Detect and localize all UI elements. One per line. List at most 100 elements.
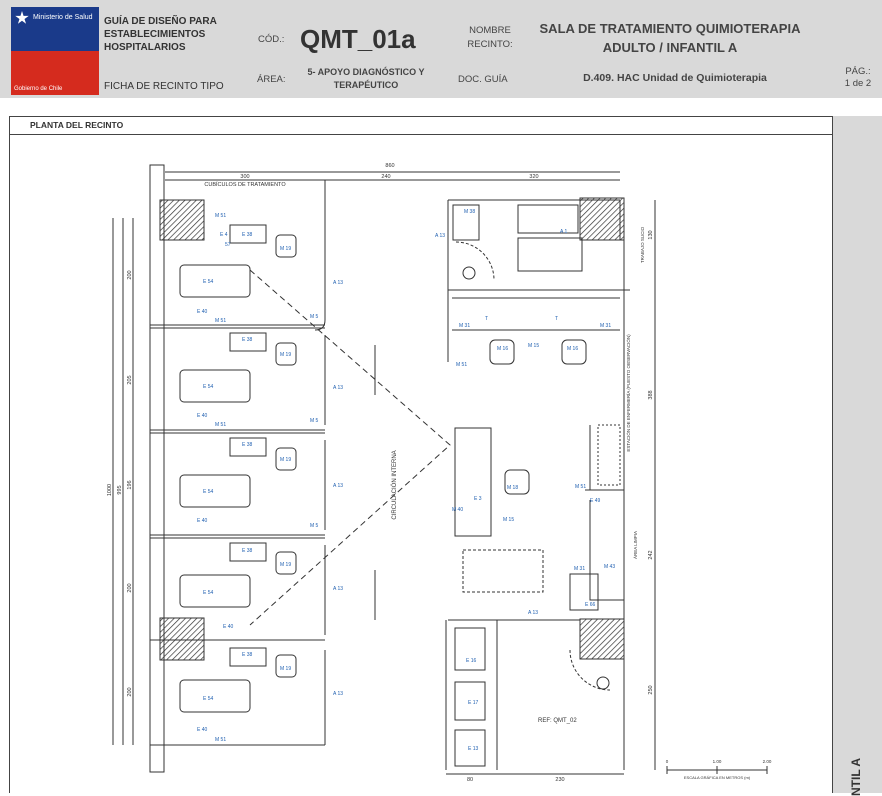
guide-title-line: ESTABLECIMIENTOS — [104, 29, 206, 40]
code-m19: M 19 — [280, 457, 291, 463]
room-name: SALA DE TRATAMIENTO QUIMIOTERAPIA ADULTO… — [520, 19, 820, 57]
code-m5: M 5 — [310, 418, 319, 424]
code-a13: A 13 — [333, 586, 343, 592]
plan-title: PLANTA DEL RECINTO — [10, 117, 832, 135]
dim-300: 300 — [240, 174, 249, 180]
code-m15: M 15 — [503, 517, 514, 523]
logo-ministry-text: Ministerio de Salud — [33, 14, 93, 21]
code-e38: E 38 — [242, 337, 253, 343]
code-a13: A 13 — [435, 233, 445, 239]
area-label: ÁREA: — [257, 74, 286, 85]
code-m51: M 51 — [215, 318, 226, 324]
structural-column — [579, 197, 625, 241]
doc-guide-label: DOC. GUÍA — [458, 74, 508, 85]
dirty-work-label: TRABAJO SUCIO — [640, 226, 645, 263]
room-name-line: SALA DE TRATAMIENTO QUIMIOTERAPIA — [539, 21, 801, 36]
code-a1: A 1 — [560, 229, 567, 235]
side-strip: NTIL A — [833, 116, 882, 796]
code-e40: E 40 — [197, 727, 208, 733]
area-value: 5- APOYO DIAGNÓSTICO Y TERAPÉUTICO — [296, 66, 436, 92]
code-m19: M 19 — [280, 246, 291, 252]
code-m51: M 51 — [215, 213, 226, 219]
dim-240: 240 — [381, 174, 390, 180]
code-e54: E 54 — [203, 279, 214, 285]
code-e38: E 38 — [242, 442, 253, 448]
dim-995: 995 — [117, 485, 123, 494]
structural-column — [159, 617, 205, 661]
area-value-line: TERAPÉUTICO — [333, 80, 399, 90]
structural-column — [579, 618, 625, 660]
page-label: PÁG.: — [845, 66, 871, 77]
code-a13: A 13 — [528, 610, 538, 616]
code-t: T — [485, 316, 488, 322]
code-e40: E 40 — [197, 413, 208, 419]
code-m5: M 5 — [310, 523, 319, 529]
ref-label: REF: QMT_02 — [538, 718, 577, 724]
room-code: QMT_01a — [300, 24, 416, 54]
code-57: 57 — [225, 242, 231, 248]
guide-title-line: HOSPITALARIOS — [104, 42, 186, 53]
ministry-logo: Ministerio de Salud Gobierno de Chile — [11, 7, 99, 95]
nombre-label-line: RECINTO: — [467, 39, 513, 50]
nombre-label: NOMBRE RECINTO: — [460, 24, 520, 52]
code-a13: A 13 — [333, 280, 343, 286]
plan-frame: PLANTA DEL RECINTO — [9, 116, 833, 793]
scale-0: 0 — [666, 759, 669, 764]
code-e3: E 3 — [474, 496, 482, 502]
area-value-line: 5- APOYO DIAGNÓSTICO Y — [307, 67, 425, 77]
code-m19: M 19 — [280, 352, 291, 358]
logo-red-band — [11, 51, 99, 95]
code-e54: E 54 — [203, 590, 214, 596]
code-m5: M 5 — [310, 314, 319, 320]
code-m15: M 15 — [528, 343, 539, 349]
page-value: 1 de 2 — [844, 78, 872, 89]
guide-title-line: GUÍA DE DISEÑO PARA — [104, 16, 217, 27]
page-indicator: PÁG.: 1 de 2 — [838, 66, 878, 90]
code-m43: M 43 — [604, 564, 615, 570]
circulation-label: CIRCULACIÓN INTERNA — [391, 450, 398, 519]
code-m51: M 51 — [575, 484, 586, 490]
dim-200: 200 — [127, 583, 133, 592]
code-a13: A 13 — [333, 483, 343, 489]
code-e66: E 66 — [585, 602, 596, 608]
code-e4: E 4 — [220, 232, 228, 238]
code-m31: M 31 — [459, 323, 470, 329]
cubicles-label: CUBÍCULOS DE TRATAMIENTO — [204, 181, 286, 188]
code-m19: M 19 — [280, 666, 291, 672]
dim-total: 860 — [385, 163, 394, 169]
code-e54: E 54 — [203, 384, 214, 390]
scale-1: 1.00 — [713, 759, 722, 764]
ficha-label: FICHA DE RECINTO TIPO — [104, 81, 224, 92]
code-t: T — [555, 316, 558, 322]
code-e40: E 40 — [197, 309, 208, 315]
dim-205: 205 — [127, 375, 133, 384]
structural-column — [159, 199, 205, 241]
code-m19: M 19 — [280, 562, 291, 568]
dim-80: 80 — [467, 777, 473, 783]
code-m16: M 16 — [567, 346, 578, 352]
code-m18: M 18 — [507, 485, 518, 491]
dim-1000: 1000 — [107, 484, 113, 496]
clean-area-label: ÁREA LIMPIA — [632, 531, 638, 559]
dim-242: 242 — [648, 550, 654, 559]
doc-guide-value: D.409. HAC Unidad de Quimioterapia — [583, 72, 767, 84]
code-a13: A 13 — [333, 691, 343, 697]
cubicle-furniture — [179, 224, 297, 713]
code-e38: E 38 — [242, 652, 253, 658]
code-m31: M 31 — [574, 566, 585, 572]
nombre-label-line: NOMBRE — [469, 25, 511, 36]
code-m51: M 51 — [215, 422, 226, 428]
code-e49: E 49 — [590, 498, 601, 504]
document-header: Ministerio de Salud Gobierno de Chile GU… — [0, 0, 882, 98]
code-m31: M 31 — [600, 323, 611, 329]
code-a13: A 13 — [333, 385, 343, 391]
code-m16: M 16 — [497, 346, 508, 352]
code-e54: E 54 — [203, 696, 214, 702]
logo-government-text: Gobierno de Chile — [14, 86, 63, 92]
code-m51: M 51 — [456, 362, 467, 368]
dim-130: 130 — [648, 230, 654, 239]
dim-196: 196 — [127, 480, 133, 489]
guide-title: GUÍA DE DISEÑO PARA ESTABLECIMIENTOS HOS… — [104, 15, 217, 54]
code-e54: E 54 — [203, 489, 214, 495]
